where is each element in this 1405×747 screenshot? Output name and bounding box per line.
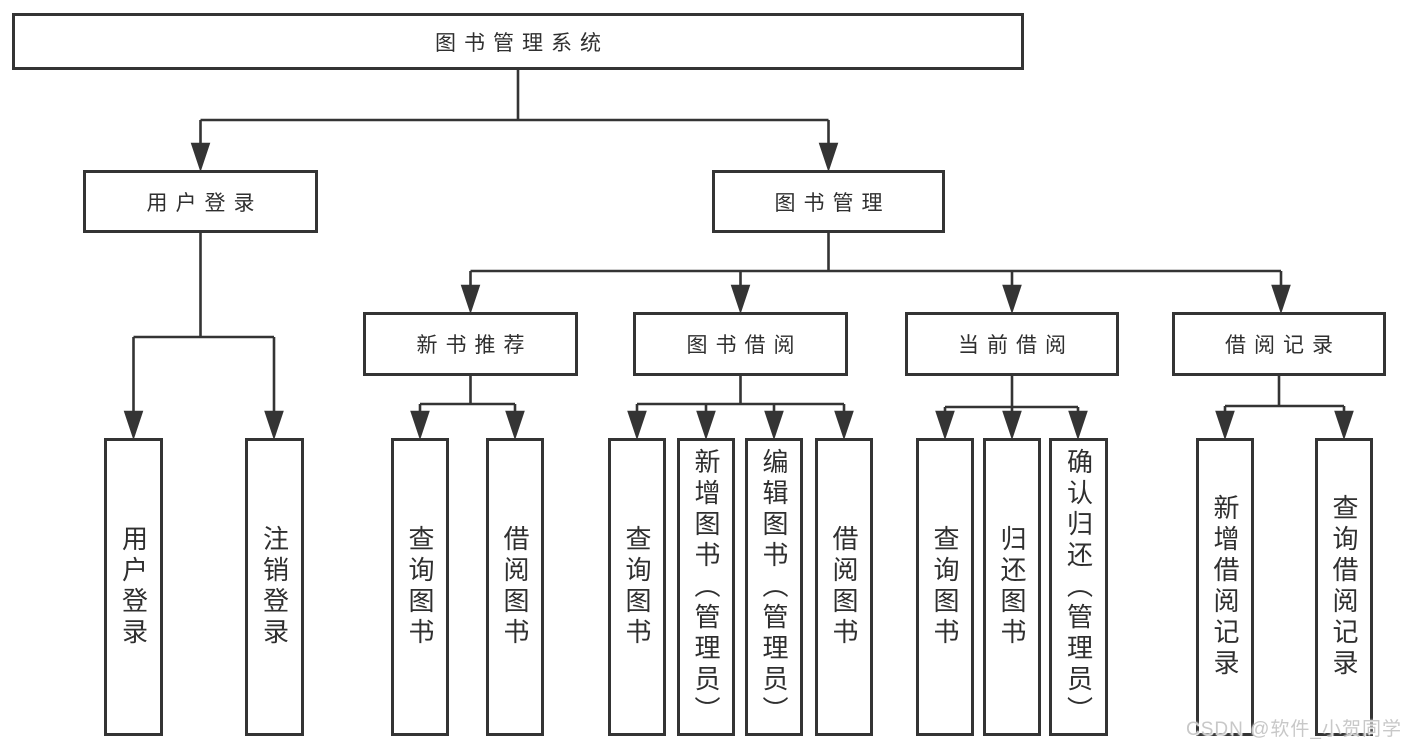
- arrow-down-icon: [818, 142, 839, 173]
- leaf-borrow-books-1: 借阅图书: [486, 438, 544, 736]
- leaf-add-borrow-record: 新增借阅记录: [1196, 438, 1254, 736]
- connector-borrow-record-to-leaves: [1215, 376, 1354, 441]
- leaf-query-books-2: 查询图书: [608, 438, 666, 736]
- node-label: 确认归还（管理员）: [1063, 447, 1094, 727]
- node-label: 借阅图书: [500, 525, 530, 649]
- leaf-logout: 注销登录: [245, 438, 304, 736]
- node-book-management: 图书管理: [712, 170, 945, 233]
- leaf-query-borrow-record: 查询借阅记录: [1315, 438, 1373, 736]
- arrow-down-icon: [1002, 410, 1022, 441]
- arrow-down-icon: [834, 410, 854, 441]
- node-label: 编辑图书（管理员）: [759, 447, 789, 727]
- connector-current-borrow-to-leaves: [935, 376, 1088, 441]
- connector-new-book-to-leaves: [410, 376, 525, 441]
- node-new-book-recommend: 新书推荐: [363, 312, 578, 376]
- arrow-down-icon: [935, 410, 955, 441]
- leaf-confirm-return-admin: 确认归还（管理员）: [1049, 438, 1108, 736]
- csdn-watermark: CSDN @软件_小贺同学: [1186, 719, 1402, 740]
- connector-book-borrow-to-leaves: [627, 376, 854, 441]
- arrow-down-icon: [1334, 410, 1354, 441]
- arrow-down-icon: [1068, 410, 1088, 441]
- node-label: 借阅记录: [1225, 334, 1341, 357]
- node-label: 归还图书: [997, 525, 1027, 649]
- node-current-borrowing: 当前借阅: [905, 312, 1119, 376]
- arrow-down-icon: [1002, 284, 1022, 315]
- leaf-borrow-books-2: 借阅图书: [815, 438, 873, 736]
- node-label: 当前借阅: [958, 334, 1074, 357]
- arrow-down-icon: [123, 410, 144, 441]
- leaf-edit-books-admin: 编辑图书（管理员）: [745, 438, 803, 736]
- node-label: 注销登录: [259, 525, 290, 649]
- node-label: 新增图书（管理员）: [691, 447, 721, 727]
- leaf-query-books-1: 查询图书: [391, 438, 449, 736]
- connector-book-mgmt-to-level3: [460, 233, 1291, 315]
- leaf-return-books: 归还图书: [983, 438, 1041, 736]
- arrow-down-icon: [730, 284, 751, 315]
- arrow-down-icon: [190, 142, 211, 173]
- leaf-user-login: 用户登录: [104, 438, 163, 736]
- node-label: 图书管理: [774, 191, 891, 215]
- node-book-borrowing: 图书借阅: [633, 312, 848, 376]
- leaf-add-books-admin: 新增图书（管理员）: [677, 438, 735, 736]
- arrow-down-icon: [696, 410, 716, 441]
- connector-user-login-to-leaves: [123, 233, 284, 441]
- node-label: 查询图书: [930, 525, 960, 649]
- arrow-down-icon: [764, 410, 784, 441]
- arrow-down-icon: [1215, 410, 1235, 441]
- arrow-down-icon: [627, 410, 647, 441]
- leaf-query-books-3: 查询图书: [916, 438, 974, 736]
- node-label: 新增借阅记录: [1210, 494, 1240, 680]
- node-user-login: 用户登录: [83, 170, 318, 233]
- arrow-down-icon: [264, 410, 284, 441]
- node-label: 新书推荐: [416, 334, 533, 357]
- node-label: 借阅图书: [829, 525, 859, 649]
- arrow-down-icon: [1271, 284, 1291, 315]
- node-label: 用户登录: [118, 525, 149, 649]
- arrow-down-icon: [410, 410, 430, 441]
- node-label: 用户登录: [146, 191, 263, 215]
- node-borrowing-records: 借阅记录: [1172, 312, 1386, 376]
- arrow-down-icon: [505, 410, 525, 441]
- node-label: 图书借阅: [686, 334, 803, 357]
- node-root-system: 图书管理系统: [12, 13, 1024, 70]
- node-label: 查询图书: [405, 525, 435, 649]
- arrow-down-icon: [460, 284, 481, 315]
- node-label: 查询借阅记录: [1329, 494, 1359, 680]
- connector-root-to-level2: [190, 69, 839, 173]
- node-label: 查询图书: [622, 525, 652, 649]
- node-label: 图书管理系统: [435, 31, 609, 55]
